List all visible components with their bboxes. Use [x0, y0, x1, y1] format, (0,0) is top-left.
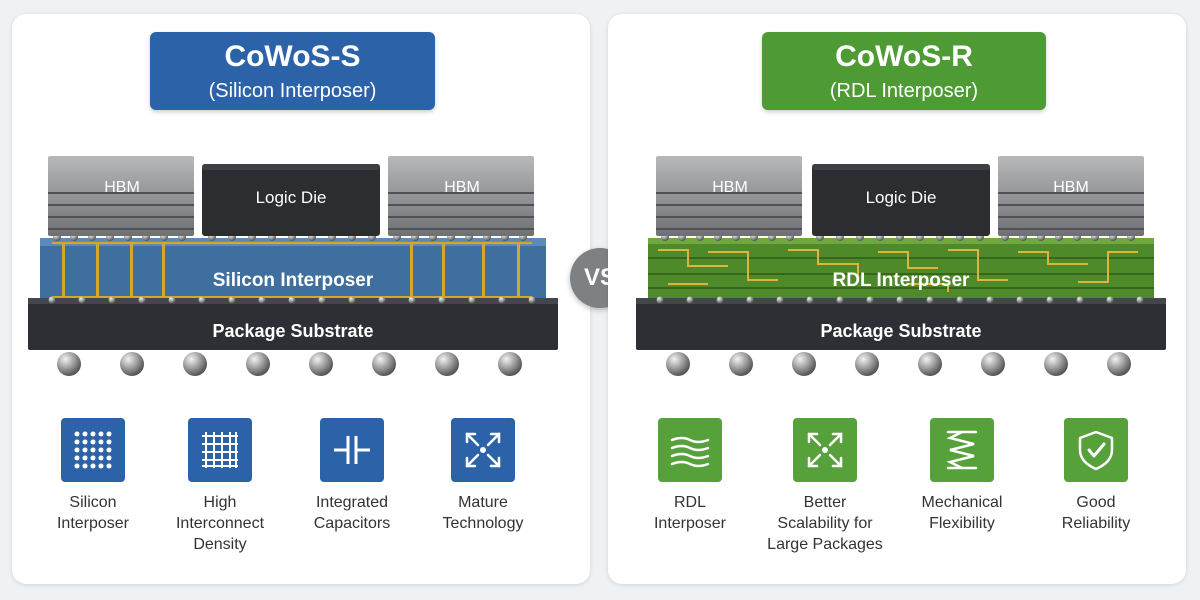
cowos-r-title: CoWoS-R [835, 40, 973, 73]
cowos-r-package-diagram: HBM Logic Die HBM RDL Interposer Package… [636, 156, 1166, 376]
spring-icon [930, 418, 994, 482]
interposer-label: Silicon Interposer [213, 270, 374, 291]
cowos-s-features: Silicon Interposer High Interconnect Den… [12, 418, 590, 578]
feature-label: RDL Interposer [653, 494, 727, 532]
feature-silicon-interposer: Silicon Interposer [28, 418, 158, 534]
expand-arrows-icon [793, 418, 857, 482]
feature-high-interconnect-density: High Interconnect Density [155, 418, 285, 555]
hbm-left-label: HBM [712, 179, 748, 196]
cowos-s-subtitle: (Silicon Interposer) [208, 80, 377, 102]
logic-die-label: Logic Die [256, 188, 327, 207]
feature-label: Better Scalability for Large Packages [767, 494, 883, 553]
feature-label: Mechanical Flexibility [921, 494, 1003, 532]
hbm-right-label: HBM [1053, 179, 1089, 196]
hbm-left-stack [48, 156, 194, 236]
feature-better-scalability: Better Scalability for Large Packages [760, 418, 890, 555]
substrate-label: Package Substrate [820, 321, 981, 341]
cowos-s-panel: CoWoS-S (Silicon Interposer) [12, 14, 590, 584]
feature-label: Integrated Capacitors [313, 494, 391, 532]
hbm-left-label: HBM [104, 179, 140, 196]
solder-balls [57, 352, 522, 376]
package-substrate [636, 298, 1166, 350]
expand-arrows-icon [451, 418, 515, 482]
grid-icon [188, 418, 252, 482]
feature-label: Mature Technology [442, 494, 524, 532]
cowos-s-title: CoWoS-S [224, 40, 361, 73]
wavy-lines-icon [658, 418, 722, 482]
cowos-s-title-box: CoWoS-S (Silicon Interposer) [150, 32, 435, 110]
feature-label: Silicon Interposer [56, 494, 130, 532]
hbm-right-stack [998, 156, 1144, 236]
logic-die-label: Logic Die [866, 188, 937, 207]
solder-balls [666, 352, 1131, 376]
dot-grid-icon [61, 418, 125, 482]
silicon-interposer [40, 238, 546, 298]
cowos-r-subtitle: (RDL Interposer) [829, 80, 979, 102]
package-substrate [28, 298, 558, 350]
logic-die [202, 164, 380, 236]
through-silicon-vias [62, 244, 520, 296]
feature-integrated-capacitors: Integrated Capacitors [287, 418, 417, 534]
capacitor-icon [320, 418, 384, 482]
feature-good-reliability: Good Reliability [1031, 418, 1161, 534]
feature-mature-technology: Mature Technology [418, 418, 548, 534]
hbm-right-stack [388, 156, 534, 236]
substrate-label: Package Substrate [212, 321, 373, 341]
hbm-right-label: HBM [444, 179, 480, 196]
feature-rdl-interposer: RDL Interposer [625, 418, 755, 534]
cowos-r-title-box: CoWoS-R (RDL Interposer) [762, 32, 1046, 110]
feature-mechanical-flexibility: Mechanical Flexibility [897, 418, 1027, 534]
logic-die [812, 164, 990, 236]
shield-check-icon [1064, 418, 1128, 482]
cowos-s-package-diagram: HBM Logic Die HBM Silicon Interposer Pac… [28, 156, 558, 376]
cowos-r-panel: CoWoS-R (RDL Interposer) [608, 14, 1186, 584]
rdl-traces [658, 249, 1138, 292]
interposer-label: RDL Interposer [833, 270, 971, 291]
feature-label: High Interconnect Density [175, 494, 265, 553]
cowos-r-features: RDL Interposer Better Scalability for La… [608, 418, 1186, 578]
feature-label: Good Reliability [1061, 494, 1131, 532]
hbm-left-stack [656, 156, 802, 236]
